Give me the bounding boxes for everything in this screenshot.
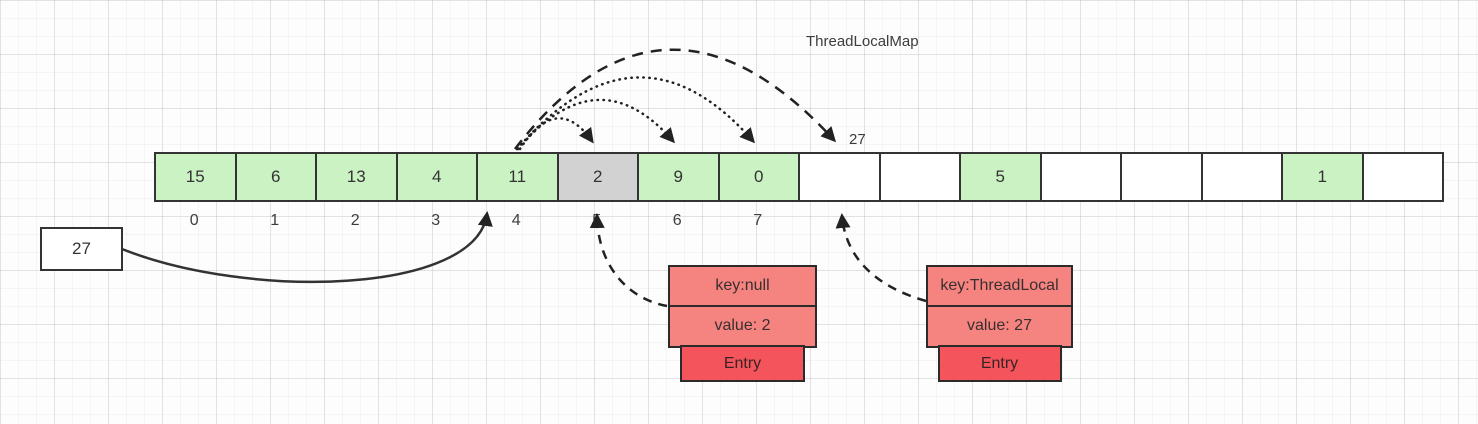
array-cell-12 (1120, 152, 1203, 202)
index-label-1: 1 (270, 212, 280, 229)
array-cell-9 (878, 152, 961, 202)
array-cell-2: 13 (315, 152, 398, 202)
array-cell-5: 2 (556, 152, 639, 202)
probe-arc-slot5-icon (518, 117, 594, 151)
diagram-title: ThreadLocalMap (806, 33, 919, 50)
slot8-hash-label: 27 (849, 131, 866, 148)
index-label-5: 5 (592, 212, 602, 229)
probe-arc-slot6-icon (516, 98, 675, 151)
entry-value-2: value: 2 (668, 304, 817, 348)
index-label-6: 6 (672, 212, 682, 229)
array-cell-10: 5 (959, 152, 1042, 202)
array-cell-8 (798, 152, 881, 202)
entry-value-27: value: 27 (926, 304, 1073, 348)
entry-box-stale: key:null value: 2 Entry (668, 265, 817, 382)
entry-tab-label: Entry (680, 345, 805, 382)
index-label-4: 4 (511, 212, 521, 229)
index-label-3: 3 (431, 212, 441, 229)
array-cell-13 (1200, 152, 1283, 202)
index-label-7: 7 (753, 212, 763, 229)
array-cell-15 (1361, 152, 1444, 202)
array-cell-14: 1 (1281, 152, 1364, 202)
entry-tab-label: Entry (937, 345, 1062, 382)
array-cell-4: 11 (476, 152, 559, 202)
probe-arc-slot8-icon (514, 48, 837, 150)
entry-key-threadlocal: key:ThreadLocal (926, 265, 1073, 307)
probe-arc-slot7-icon (515, 76, 755, 151)
index-label-2: 2 (350, 212, 360, 229)
array-cell-7: 0 (717, 152, 800, 202)
array-cell-1: 6 (234, 152, 317, 202)
array-cell-0: 15 (154, 152, 237, 202)
array-cell-11 (1039, 152, 1122, 202)
array-cell-3: 4 (395, 152, 478, 202)
index-label-0: 0 (189, 212, 199, 229)
value-27-box: 27 (40, 227, 123, 271)
entry-box-threadlocal: key:ThreadLocal value: 27 Entry (926, 265, 1073, 382)
entry-key-null: key:null (668, 265, 817, 307)
array-cell-6: 9 (637, 152, 720, 202)
threadlocal-entry-arrow-icon (835, 213, 927, 303)
